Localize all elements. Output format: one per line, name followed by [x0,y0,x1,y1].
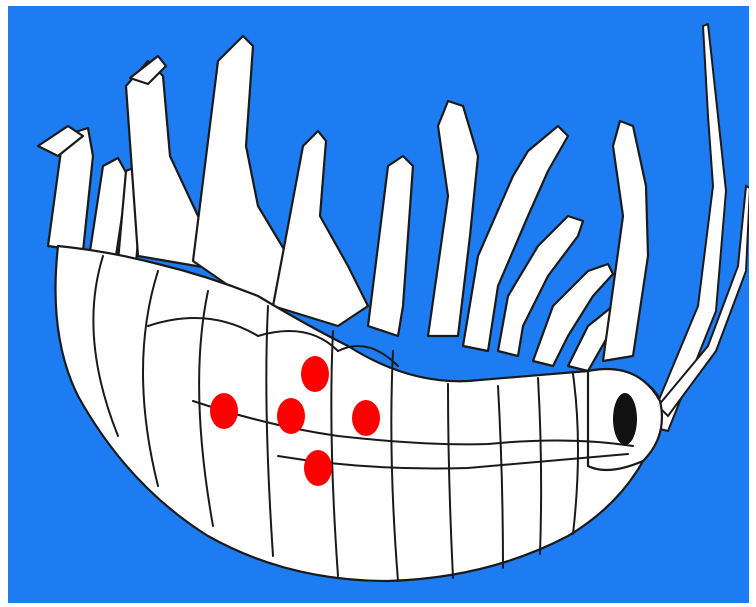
blue-background-panel [8,6,749,603]
red-marker [277,398,305,434]
red-marker [352,400,380,436]
red-marker [301,356,329,392]
eye [613,393,637,445]
red-marker [304,450,332,486]
amphipod-illustration [8,6,749,603]
red-marker [210,393,238,429]
